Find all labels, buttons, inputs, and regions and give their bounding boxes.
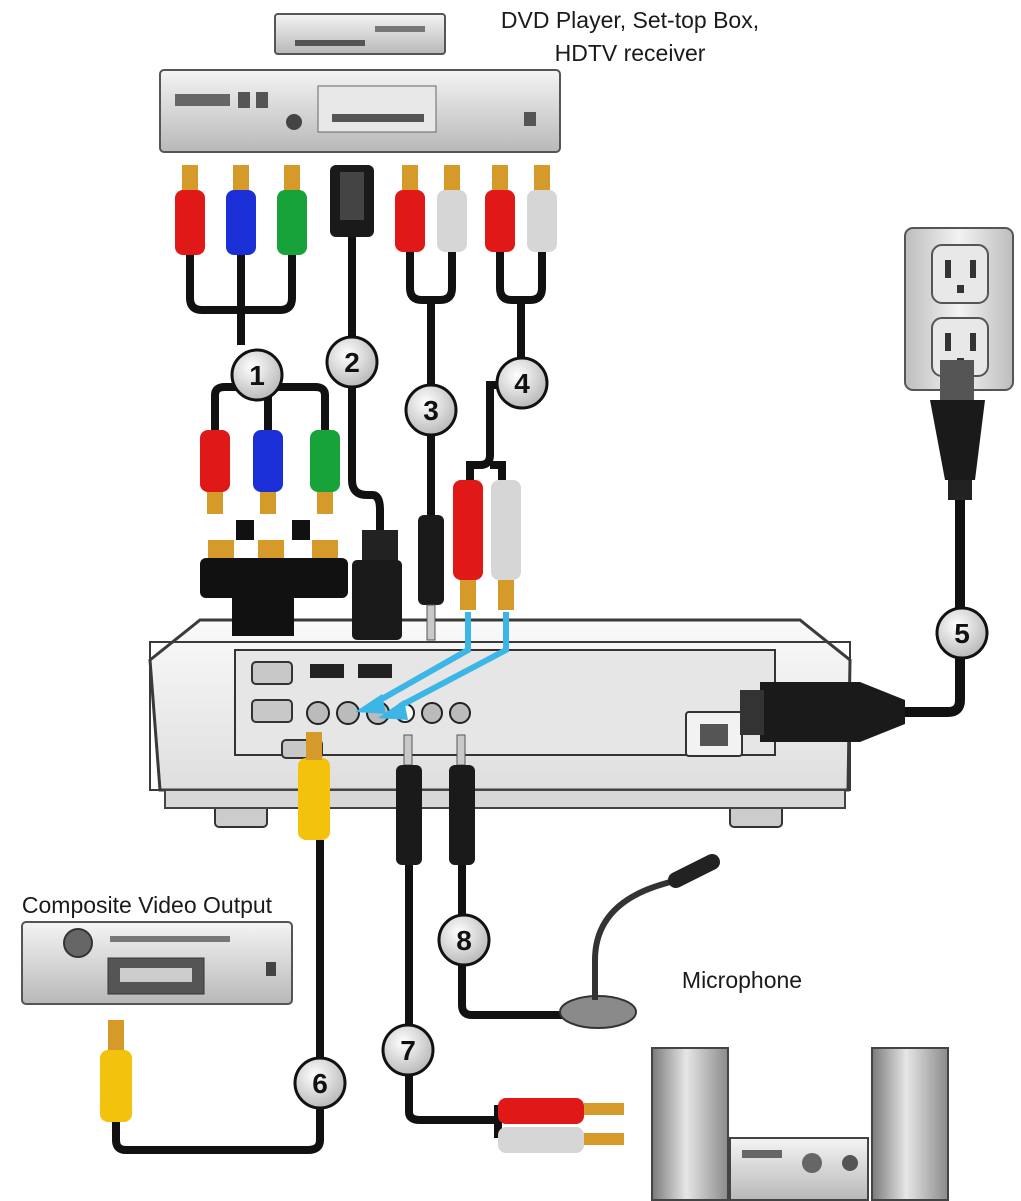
callout-3: 3: [404, 383, 458, 437]
label-dvd-line1: DVD Player, Set-top Box,: [501, 7, 759, 33]
cable-4-audio-rca: [453, 165, 557, 610]
microphone-icon: [559, 854, 720, 1029]
plug-red-bottom: [200, 430, 230, 492]
callout-2: 2: [325, 335, 379, 389]
callout-number: 6: [312, 1068, 328, 1099]
callout-6: 6: [293, 1056, 347, 1110]
label-dvd-line2: HDTV receiver: [555, 40, 706, 66]
cable-1-component: [175, 165, 348, 636]
dvd-player-icon: [159, 13, 561, 153]
callout-number: 5: [954, 618, 970, 649]
label-composite-video-output: Composite Video Output: [22, 892, 273, 918]
plug-green-top: [277, 165, 307, 255]
plug-red-top: [175, 165, 205, 255]
cable-6-composite: [100, 732, 330, 1154]
callout-number: 8: [456, 925, 472, 956]
callout-number: 2: [344, 347, 360, 378]
composite-video-device-icon: [21, 921, 293, 1005]
label-microphone: Microphone: [682, 967, 802, 993]
callout-number: 4: [514, 368, 530, 399]
callout-number: 7: [400, 1035, 416, 1066]
callout-8: 8: [437, 913, 491, 967]
plug-green-bottom: [310, 430, 340, 492]
projector-icon: [148, 618, 852, 828]
callout-7: 7: [381, 1023, 435, 1077]
component-to-vga-adapter: [200, 520, 348, 636]
callout-5: 5: [935, 606, 989, 660]
plug-blue-top: [226, 165, 256, 255]
plug-blue-bottom: [253, 430, 283, 492]
cable-8-microphone: [449, 734, 568, 1019]
callout-number: 3: [423, 395, 439, 426]
connection-arrows: [355, 612, 509, 720]
callout-4: 4: [495, 356, 549, 410]
cable-2-hdmi: [330, 165, 402, 640]
speaker-system-icon: [651, 1047, 949, 1201]
callout-number: 1: [249, 360, 265, 391]
callout-1: 1: [230, 348, 284, 402]
cable-5-power: [740, 360, 985, 742]
callout-markers: 1 2 3 4 5 6 7 8: [230, 335, 989, 1110]
cable-7-audio-out: [396, 734, 624, 1153]
